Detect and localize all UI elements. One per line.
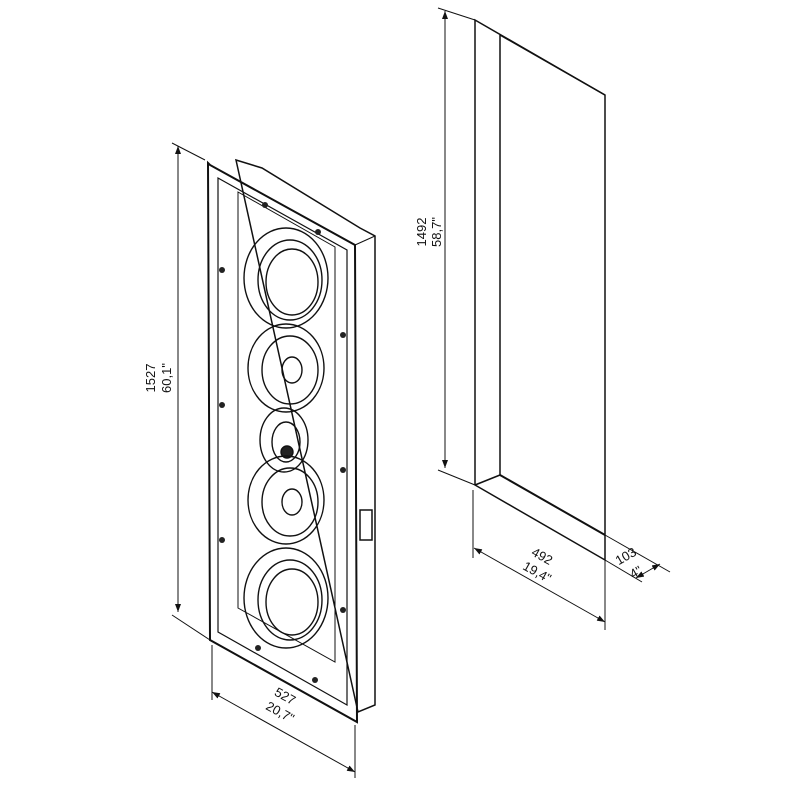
speaker-height-dimension: 1527 60,1" xyxy=(143,142,211,641)
cutout-width-dimension: 492 19,4" xyxy=(472,490,606,630)
midrange-top xyxy=(247,323,325,413)
cutout-depth-in: 4" xyxy=(627,562,645,581)
speaker-height-in: 60,1" xyxy=(159,363,174,393)
tweeter xyxy=(259,407,309,473)
cutout-height-in: 58,7" xyxy=(429,217,444,247)
speaker-grille-area xyxy=(237,191,336,663)
woofer-bottom xyxy=(243,547,329,649)
cutout-height-dimension: 1492 58,7" xyxy=(414,7,476,486)
speaker-width-dimension: 527 20,7" xyxy=(211,645,356,778)
speaker-drawing xyxy=(206,158,376,724)
speaker-flange xyxy=(206,160,359,724)
speaker-frame-inner xyxy=(217,176,348,707)
cutout-depth-dimension: 103 4" xyxy=(604,534,671,583)
terminal-block xyxy=(359,509,373,541)
woofer-top xyxy=(243,227,329,329)
flange-screws xyxy=(219,202,346,683)
cutout-height-mm: 1492 xyxy=(414,218,429,247)
speaker-height-mm: 1527 xyxy=(143,364,158,393)
midrange-bottom xyxy=(247,455,325,545)
wall-cutout-drawing xyxy=(474,18,606,562)
